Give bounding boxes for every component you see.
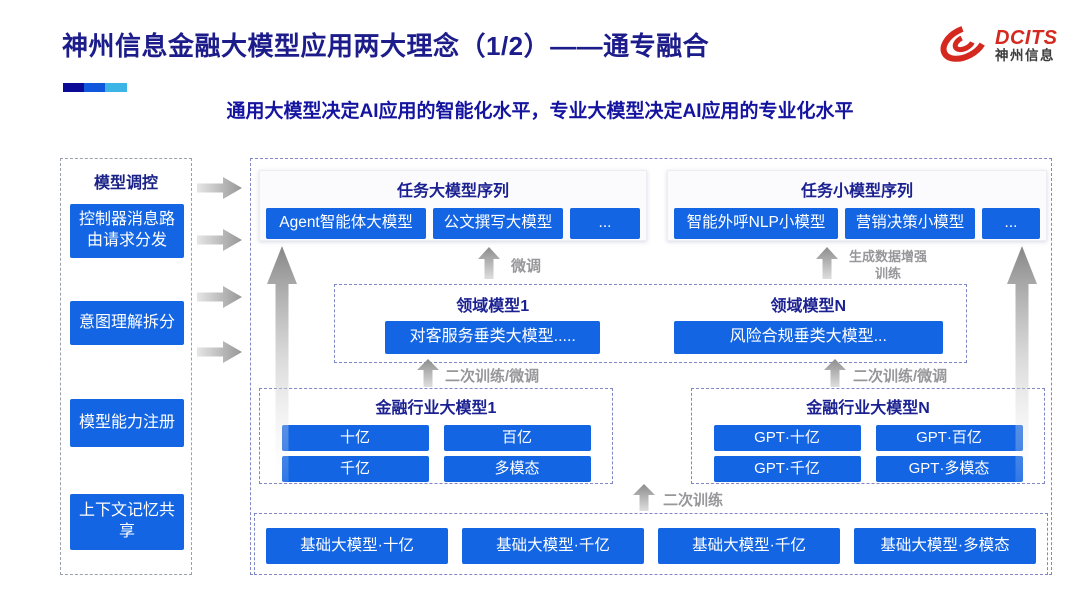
flow-arrow-up-icon [417, 359, 439, 392]
flow-arrow-up-icon [478, 247, 500, 284]
node-gpt-multimodal: GPT·多模态 [875, 456, 1023, 482]
node-marketing-small-model: 营销决策小模型 [845, 208, 975, 239]
group-base-models: 基础大模型·十亿 基础大模型·千亿 基础大模型·千亿 基础大模型·多模态 [254, 513, 1048, 575]
flow-arrow-up-icon [633, 484, 655, 516]
label-gen-data-augment-training: 生成数据增强训练 [848, 249, 927, 281]
group-title: 金融行业大模型1 [375, 400, 497, 417]
node-document-large-model: 公文撰写大模型 [433, 208, 563, 239]
node-customer-service-model: 对客服务垂类大模型..... [385, 321, 601, 354]
group-industry-model-1: 金融行业大模型1 十亿 百亿 千亿 多模态 [259, 388, 613, 484]
node-base-multimodal: 基础大模型·多模态 [854, 528, 1036, 564]
sidebar-item-capability: 模型能力注册 [70, 399, 184, 447]
node-agent-large-model: Agent智能体大模型 [266, 208, 426, 239]
node-10b: 十亿 [281, 425, 429, 451]
sidebar-model-control: 模型调控 控制器消息路由请求分发 意图理解拆分 模型能力注册 上下文记忆共享 [60, 158, 192, 575]
group-title: 任务小模型序列 [800, 183, 913, 200]
node-gpt-100b: GPT·百亿 [875, 425, 1023, 451]
node-more-small-models: ... [982, 208, 1040, 239]
group-task-large-models: 任务大模型序列 Agent智能体大模型 公文撰写大模型 ... [259, 170, 647, 241]
tall-flow-arrow-up-icon [267, 246, 297, 488]
page-title: 神州信息金融大模型应用两大理念（1/2）——通专融合 [62, 31, 710, 61]
group-title: 任务大模型序列 [396, 183, 509, 200]
node-more-large-models: ... [570, 208, 640, 239]
flow-arrow-right-icon [197, 176, 243, 205]
node-base-10b: 基础大模型·十亿 [266, 528, 448, 564]
node-base-1000b-2: 基础大模型·千亿 [658, 528, 840, 564]
sidebar-item-context: 上下文记忆共享 [70, 494, 184, 550]
logo-brand-cn: 神州信息 [995, 48, 1055, 64]
group-domain-models: 领域模型1 对客服务垂类大模型..... 领域模型N 风险合规垂类大模型... [334, 284, 967, 363]
domain-model-n: 领域模型N 风险合规垂类大模型... [651, 285, 967, 362]
flow-arrow-up-icon [816, 247, 838, 284]
logo: DCITS 神州信息 [938, 20, 1058, 71]
diagram-container: 任务大模型序列 Agent智能体大模型 公文撰写大模型 ... 任务小模型序列 … [250, 158, 1052, 575]
label-secondary-training: 二次训练 [663, 492, 724, 509]
flow-arrow-right-icon [197, 340, 243, 369]
sidebar-item-router: 控制器消息路由请求分发 [70, 204, 184, 258]
label-secondary-training-left: 二次训练/微调 [445, 368, 540, 385]
group-title: 领域模型N [770, 298, 847, 315]
node-multimodal: 多模态 [443, 456, 591, 482]
group-task-small-models: 任务小模型序列 智能外呼NLP小模型 营销决策小模型 ... [667, 170, 1047, 241]
node-base-1000b: 基础大模型·千亿 [462, 528, 644, 564]
flow-arrow-right-icon [197, 228, 243, 257]
flow-arrow-up-icon [824, 359, 846, 392]
logo-brand: DCITS [995, 27, 1058, 50]
node-risk-compliance-model: 风险合规垂类大模型... [673, 321, 943, 354]
dcits-swirl-icon [938, 20, 990, 71]
group-title: 金融行业大模型N [806, 400, 930, 417]
group-title: 领域模型1 [456, 298, 530, 315]
label-fine-tune: 微调 [511, 258, 542, 275]
group-industry-model-n: 金融行业大模型N GPT·十亿 GPT·百亿 GPT·千亿 GPT·多模态 [691, 388, 1045, 484]
slide-subtitle: 通用大模型决定AI应用的智能化水平，专业大模型决定AI应用的专业化水平 [226, 101, 854, 122]
label-secondary-training-right: 二次训练/微调 [853, 368, 948, 385]
node-gpt-1000b: GPT·千亿 [713, 456, 861, 482]
tall-flow-arrow-up-icon [1007, 246, 1037, 488]
node-outbound-nlp-small-model: 智能外呼NLP小模型 [674, 208, 838, 239]
domain-model-1: 领域模型1 对客服务垂类大模型..... [335, 285, 651, 362]
sidebar-item-intent: 意图理解拆分 [70, 301, 184, 345]
flow-arrow-right-icon [197, 285, 243, 314]
node-gpt-10b: GPT·十亿 [713, 425, 861, 451]
sidebar-title: 模型调控 [93, 175, 158, 192]
node-1000b: 千亿 [281, 456, 429, 482]
accent-bar [63, 83, 127, 92]
node-100b: 百亿 [443, 425, 591, 451]
